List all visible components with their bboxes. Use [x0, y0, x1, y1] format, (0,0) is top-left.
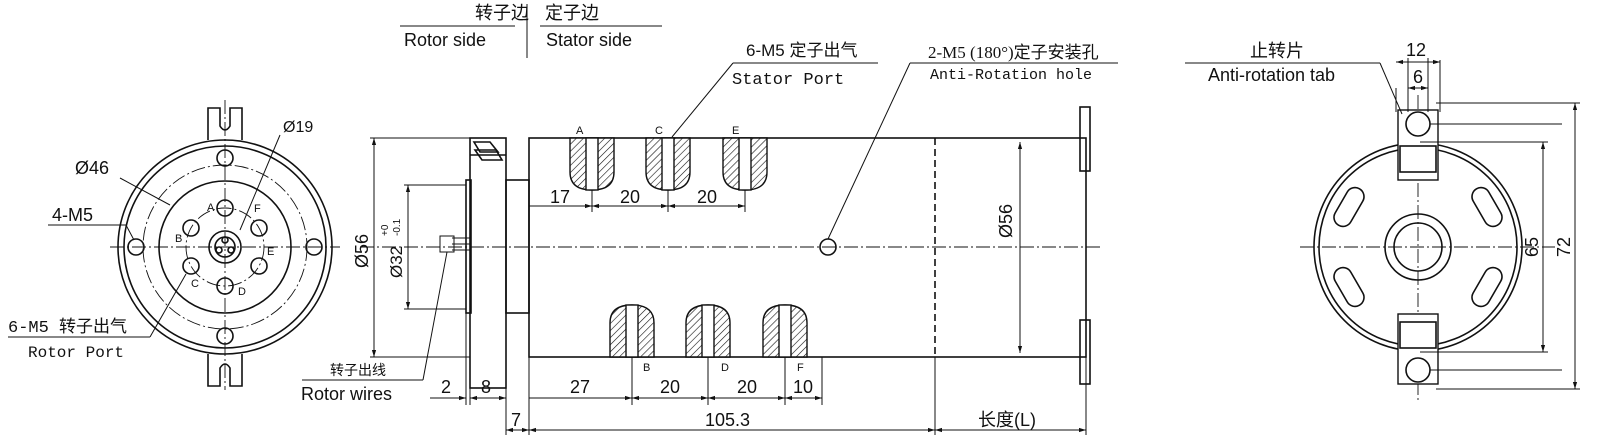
port-label-b: B — [175, 233, 182, 245]
stator-side-cn: 定子边 — [545, 3, 599, 23]
dim-top-17: 17 — [550, 187, 570, 207]
stator-port-cn: 6-M5 定子出气 — [746, 41, 857, 60]
rotor-wires-cn: 转子出线 — [330, 362, 386, 378]
dim-d32: Ø32 — [387, 246, 406, 278]
dim-length: 长度(L) — [978, 410, 1036, 430]
rotor-wires-en: Rotor wires — [301, 384, 392, 404]
bottom-port-b: B — [643, 362, 650, 374]
rotor-side-cn: 转子边 — [475, 3, 529, 23]
dim-12: 12 — [1406, 40, 1426, 60]
rotor-face-view: A B C D E F Ø19 Ø46 4-M5 6-M5 转子出气 Rotor… — [8, 100, 340, 390]
port-label-e: E — [267, 246, 274, 258]
dim-d56-left: Ø56 — [352, 234, 372, 268]
top-ports: A C E — [569, 125, 768, 191]
header-legend: 转子边 Rotor side 定子边 Stator side — [400, 3, 662, 58]
top-port-c: C — [655, 125, 663, 137]
stator-side-en: Stator side — [546, 30, 632, 50]
dim-8: 8 — [481, 377, 491, 397]
dim-bot-10: 10 — [793, 377, 813, 397]
top-port-a: A — [576, 125, 584, 137]
dim-bot-20b: 20 — [737, 377, 757, 397]
dim-2: 2 — [441, 377, 451, 397]
dim-72: 72 — [1554, 237, 1574, 257]
dim-bot-27: 27 — [570, 377, 590, 397]
bottom-port-f: F — [797, 362, 804, 374]
stator-port-en: Stator Port — [732, 71, 844, 90]
rotor-port-en: Rotor Port — [28, 344, 124, 362]
port-label-f: F — [254, 203, 261, 215]
dim-6: 6 — [1413, 67, 1423, 87]
dim-65: 65 — [1522, 237, 1542, 257]
dim-4m5: 4-M5 — [52, 205, 93, 225]
anti-rot-hole-cn: 2-M5 (180°)定子安装孔 — [928, 43, 1099, 62]
port-label-c: C — [191, 278, 199, 290]
dim-bot-20a: 20 — [660, 377, 680, 397]
dim-d56-right: Ø56 — [996, 204, 1016, 238]
port-label-d: D — [238, 286, 246, 298]
dim-d32-tol-plus: +0 — [380, 224, 391, 236]
dim-d32-tol-minus: -0.1 — [392, 218, 403, 236]
anti-rot-tab-cn: 止转片 — [1250, 41, 1304, 61]
rotor-port-cn: 6-M5 转子出气 — [8, 317, 127, 338]
dim-top-20a: 20 — [620, 187, 640, 207]
dim-105-3: 105.3 — [705, 410, 750, 430]
anti-rot-tab-en: Anti-rotation tab — [1208, 65, 1335, 85]
port-label-a: A — [207, 202, 215, 214]
rotor-side-en: Rotor side — [404, 30, 486, 50]
dim-d19: Ø19 — [283, 119, 313, 136]
dim-7: 7 — [511, 410, 521, 430]
anti-rot-hole-en: Anti-Rotation hole — [930, 67, 1092, 84]
dim-d46: Ø46 — [75, 158, 109, 178]
bottom-ports: B D F — [609, 304, 808, 374]
top-port-e: E — [732, 125, 739, 137]
stator-face-view: 12 6 65 72 止转片 Anti-rotation tab — [1185, 40, 1580, 400]
side-view: A C E B D F 2-M5 (180°)定子安装孔 Anti-Rotati… — [301, 41, 1118, 435]
bottom-port-d: D — [721, 362, 729, 374]
dim-top-20b: 20 — [697, 187, 717, 207]
